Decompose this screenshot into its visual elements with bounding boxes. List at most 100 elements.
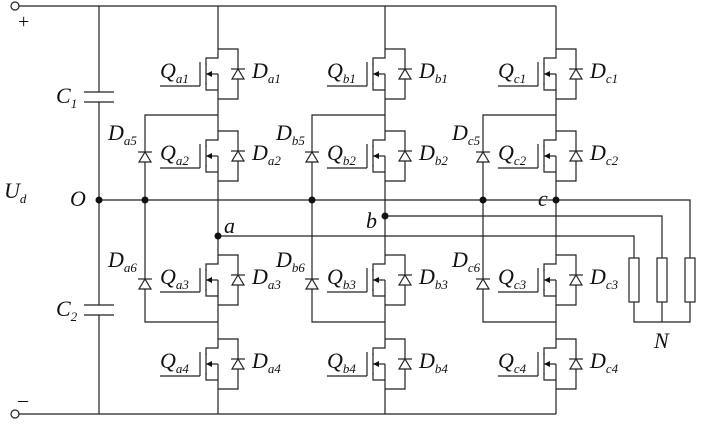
switch-c1-drain — [543, 40, 557, 65]
switch-a2-arrow — [206, 153, 212, 159]
switch-a4-diode-triangle — [230, 357, 246, 370]
switch-q-label-b4-sub: b4 — [343, 361, 357, 376]
switch-d-label-a3-sub: a3 — [268, 277, 282, 292]
clamp-diode-a5-triangle — [137, 150, 153, 163]
switch-b4-drain — [372, 330, 386, 355]
switch-c3-diode — [568, 273, 584, 286]
switch-d-label-a3: Da3 — [251, 264, 281, 292]
switch-c4-diode-triangle — [568, 357, 584, 370]
switch-d-label-c4-sub: c4 — [606, 361, 619, 376]
switch-b2-source — [372, 165, 386, 190]
dc-voltage-label-main: U — [4, 178, 22, 203]
clamp-b-neutral-dot — [308, 196, 316, 204]
switch-b3 — [366, 246, 406, 314]
switch-d-label-b4: Db4 — [418, 348, 448, 376]
switch-d-label-c1: Dc1 — [589, 58, 618, 86]
switch-a2-source — [205, 165, 219, 190]
switch-d-label-c2: Dc2 — [589, 140, 619, 168]
switch-c4 — [537, 330, 577, 398]
clamp-diode-label-1-sub: a6 — [124, 260, 138, 275]
switch-q-label-a3-main: Q — [160, 264, 176, 289]
switch-q-label-c1: Qc1 — [498, 58, 526, 86]
switch-b1-diode-triangle — [397, 67, 413, 80]
clamp-diode-label-5-main: D — [451, 247, 468, 272]
switch-a4-arrow — [206, 361, 212, 367]
load-resistor-2 — [656, 257, 668, 303]
clamp-diode-label-5-sub: c6 — [468, 260, 481, 275]
switch-c4-drain — [543, 330, 557, 355]
switch-d-label-a2: Da2 — [251, 140, 281, 168]
switch-b2-arrow — [373, 153, 379, 159]
capacitor-c1-label-main: C — [56, 83, 71, 108]
switch-a1 — [199, 40, 239, 108]
switch-b1 — [366, 40, 406, 108]
clamp-a-neutral-dot — [141, 196, 149, 204]
clamp-diode-label-5: Dc6 — [451, 247, 481, 275]
switch-a3-diode-triangle — [230, 273, 246, 286]
switch-c1-diode-triangle — [568, 67, 584, 80]
switch-d-label-c3: Dc3 — [589, 264, 619, 292]
switch-q-label-a4-main: Q — [160, 348, 176, 373]
switch-c1-diode — [568, 67, 584, 80]
clamp-diode-a5 — [137, 150, 153, 163]
switch-d-label-c2-sub: c2 — [606, 153, 619, 168]
switch-q-label-c3: Qc3 — [498, 264, 527, 292]
switch-d-label-c1-main: D — [589, 58, 606, 83]
capacitor-c2-label-sub: 2 — [71, 309, 78, 324]
phase-b-dot — [381, 212, 389, 220]
switch-d-label-a2-main: D — [251, 140, 268, 165]
capacitor-c1-label: C1 — [56, 83, 77, 111]
switch-q-label-a2: Qa2 — [160, 140, 189, 168]
switch-q-label-c4: Qc4 — [498, 348, 527, 376]
switch-d-label-a1-main: D — [251, 58, 268, 83]
switch-b1-source — [372, 83, 386, 108]
load-resistor-3 — [684, 257, 696, 303]
negative-terminal — [10, 409, 20, 419]
switch-q-label-c2-main: Q — [498, 140, 514, 165]
switch-b4-diode-triangle — [397, 357, 413, 370]
clamp-diode-label-2-sub: b5 — [292, 133, 306, 148]
clamp-diode-b5-triangle — [304, 150, 320, 163]
switch-a1-diode — [230, 67, 246, 80]
capacitor-c2-label-main: C — [56, 296, 71, 321]
switch-b3-source — [372, 289, 386, 314]
switch-c4-arrow — [544, 361, 550, 367]
dc-voltage-label-sub: d — [20, 191, 27, 206]
neutral-point-dot — [95, 196, 103, 204]
switch-q-label-a1-sub: a1 — [176, 71, 189, 86]
switch-c1 — [537, 40, 577, 108]
switch-a2-drain — [205, 122, 219, 147]
clamp-diode-label-0: Da5 — [107, 120, 137, 148]
neutral-node-label: O — [70, 186, 86, 211]
switch-b2 — [366, 122, 406, 190]
switch-a3 — [199, 246, 239, 314]
switch-c3-diode-triangle — [568, 273, 584, 286]
phase-c-label: c — [538, 186, 548, 211]
switch-b1-arrow — [373, 71, 379, 77]
switch-a4 — [199, 330, 239, 398]
switch-d-label-b3-main: D — [418, 264, 435, 289]
switch-a3-arrow — [206, 277, 212, 283]
switch-b4-arrow — [373, 361, 379, 367]
switch-b3-diode — [397, 273, 413, 286]
switch-q-label-a3-sub: a3 — [176, 277, 190, 292]
switch-d-label-b1-sub: b1 — [435, 71, 448, 86]
switch-d-label-a2-sub: a2 — [268, 153, 282, 168]
switch-a4-drain — [205, 330, 219, 355]
switch-q-label-a2-main: Q — [160, 140, 176, 165]
switch-c2-diode — [568, 149, 584, 162]
switch-q-label-b3: Qb3 — [327, 264, 356, 292]
clamp-diode-label-2-main: D — [275, 120, 292, 145]
clamp-diode-label-0-sub: a5 — [124, 133, 138, 148]
clamp-diode-c5-triangle — [475, 150, 491, 163]
capacitor-c1-label-sub: 1 — [71, 96, 78, 111]
switch-q-label-a3: Qa3 — [160, 264, 189, 292]
switch-d-label-a1-sub: a1 — [268, 71, 281, 86]
switch-d-label-b4-sub: b4 — [435, 361, 449, 376]
phase-a-label: a — [224, 213, 235, 238]
switch-c3-source — [543, 289, 557, 314]
switch-a4-source — [205, 373, 219, 398]
positive-sign: + — [18, 11, 29, 33]
